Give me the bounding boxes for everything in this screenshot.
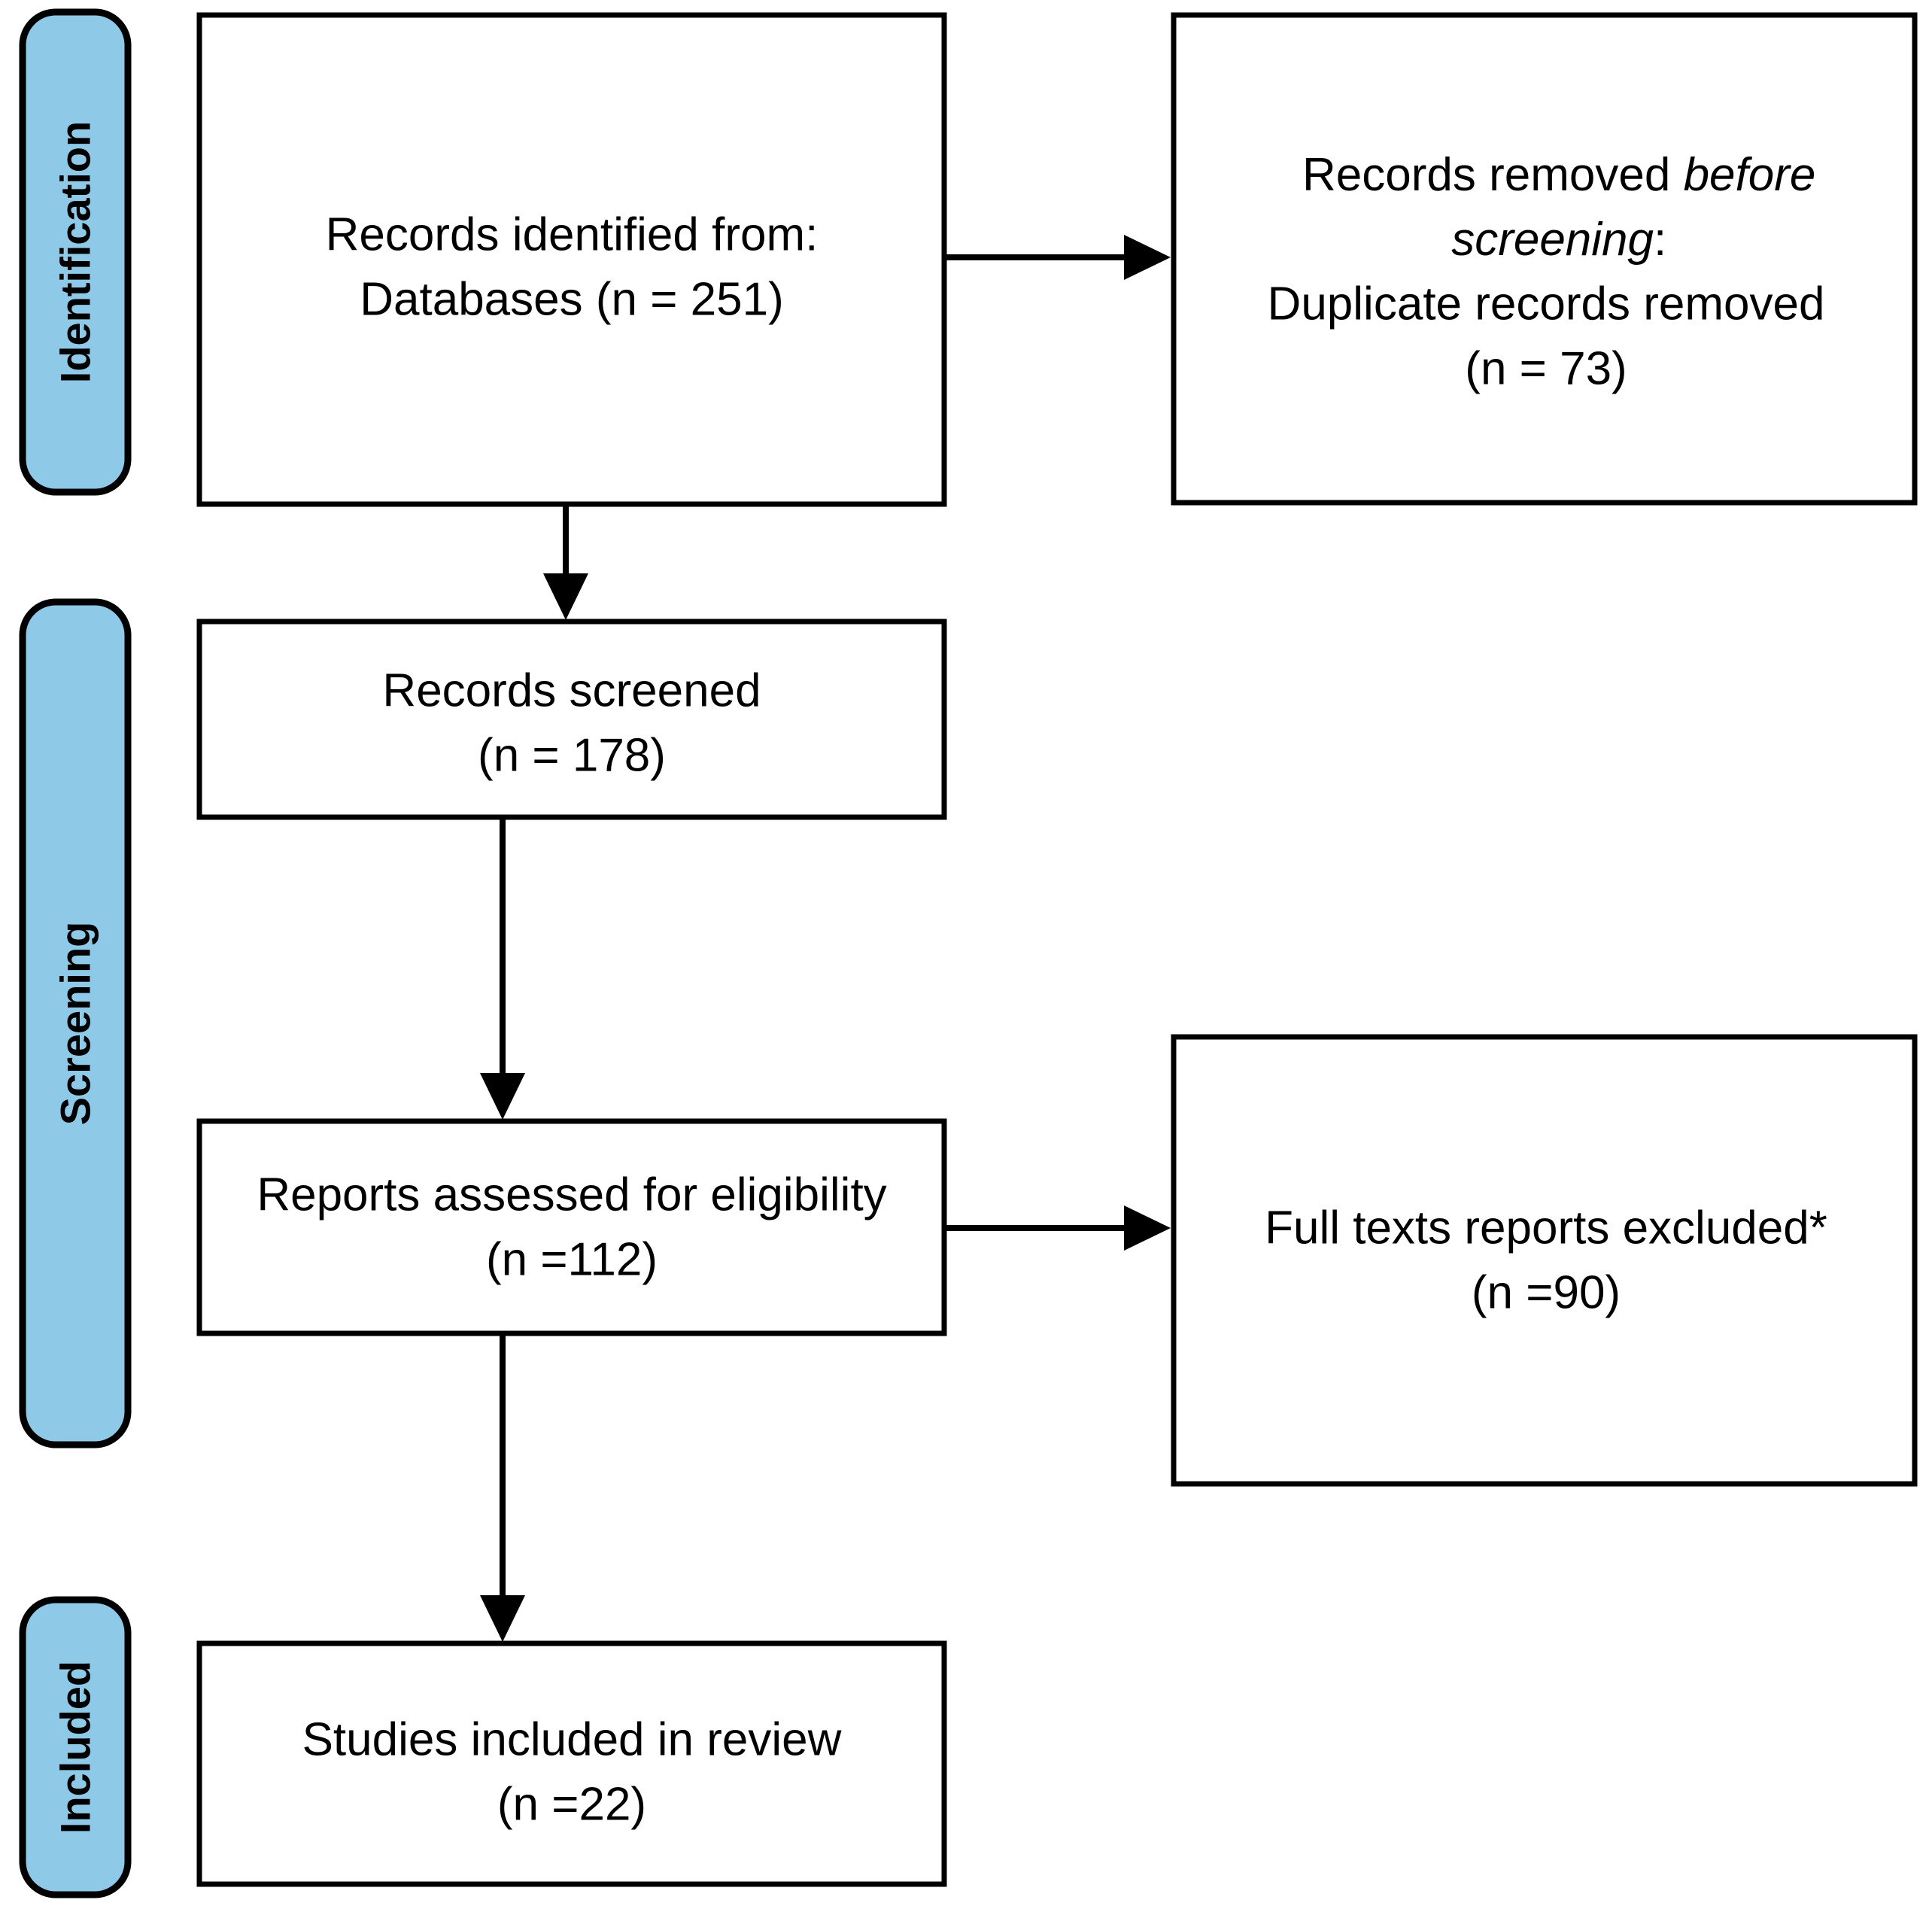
connector-identified-to-screened-arrowhead [543,573,588,620]
box-reports-excluded-shape [1171,1034,1918,1487]
stage-rail-included-shape [19,1596,132,1898]
box-records-removed-line-1-plain: Records removed [1302,149,1684,201]
connector-assessed-to-included-arrowhead [480,1595,525,1642]
connector-screened-to-assessed-arrowhead [480,1073,525,1120]
connector-assessed-to-excluded-arrowhead [1124,1205,1171,1251]
box-records-removed-line-2: screening: [1335,214,1757,266]
box-records-screened-line-1: Records screened [382,665,761,717]
stage-rail-identification[interactable]: Identification [19,8,132,496]
stage-rail-screening-label: Screening [52,922,99,1126]
box-records-removed[interactable]: Records removed before screening: Duplic… [1171,12,1918,506]
connector-identified-to-removed-arrowhead [1124,235,1171,280]
box-records-removed-line-2-colon: : [1654,214,1666,266]
box-records-removed-line-1-italic: before [1684,149,1816,201]
connector-screened-to-assessed [480,819,525,1120]
box-reports-assessed-line-2: (n =112) [486,1234,658,1286]
stage-rail-screening-shape [19,598,132,1448]
box-studies-included-line-1: Studies included in review [302,1714,842,1766]
box-records-removed-line-3: Duplicate records removed [1268,278,1825,330]
connector-identified-to-removed [944,235,1171,280]
box-reports-assessed-shape [196,1118,947,1336]
stage-rail-identification-shape [19,8,132,496]
box-records-identified-line-1: Records identified from: [326,209,819,261]
stage-rail-included[interactable]: Included [19,1596,132,1898]
box-reports-excluded-line-1: Full texts reports excluded* [1265,1202,1827,1254]
stage-rail-identification-label: Identification [52,121,99,383]
box-records-removed-shape [1171,12,1918,506]
box-records-removed-line-4: (n = 73) [1465,343,1627,395]
stage-rail-screening[interactable]: Screening [19,598,132,1448]
connector-identified-to-screened [543,506,588,620]
box-reports-assessed[interactable]: Reports assessed for eligibility (n =112… [196,1118,947,1336]
box-records-screened-line-2: (n = 178) [478,730,666,782]
box-reports-excluded-line-2: (n =90) [1472,1267,1621,1319]
stage-rail-included-label: Included [52,1661,99,1834]
box-records-screened[interactable]: Records screened (n = 178) [196,619,947,820]
box-reports-excluded[interactable]: Full texts reports excluded* (n =90) [1171,1034,1918,1487]
box-records-screened-shape [196,619,947,820]
connector-assessed-to-excluded [944,1205,1171,1251]
connector-assessed-to-included [480,1333,525,1642]
box-studies-included[interactable]: Studies included in review (n =22) [196,1640,947,1887]
box-records-removed-line-1: Records removed before [1186,149,1906,201]
box-records-removed-line-2-italic: screening [1451,214,1654,266]
box-reports-assessed-line-1: Reports assessed for eligibility [257,1169,886,1221]
box-studies-included-shape [196,1640,947,1887]
box-records-identified[interactable]: Records identified from: Databases (n = … [196,12,947,507]
box-studies-included-line-2: (n =22) [497,1779,646,1831]
box-records-identified-line-2: Databases (n = 251) [360,274,784,326]
box-records-identified-shape [196,12,947,507]
